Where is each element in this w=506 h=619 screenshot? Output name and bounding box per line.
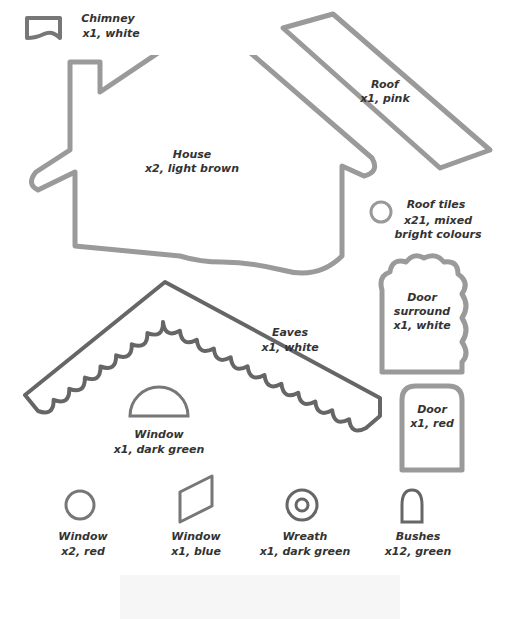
label-group: Door surroundx1, white bbox=[387, 291, 457, 333]
part-name: Bushes bbox=[396, 530, 441, 544]
wreath-outer bbox=[287, 490, 317, 520]
door-surround-piece: Door surroundx1, white bbox=[374, 250, 474, 380]
bush-shape bbox=[402, 490, 422, 522]
window-circle bbox=[66, 491, 94, 519]
roof-piece: Roofx1, pink bbox=[278, 8, 496, 174]
eaves-shape bbox=[25, 282, 380, 431]
roof-tile-shape bbox=[371, 202, 391, 222]
house-piece: Housex2, light brown bbox=[22, 55, 384, 290]
part-name: Wreath bbox=[283, 530, 328, 544]
door-surround-shape-outline bbox=[381, 256, 466, 372]
piece-name: Door surround bbox=[387, 291, 457, 319]
label-group: Doorx1, red bbox=[410, 403, 454, 431]
part-name: Window bbox=[134, 428, 183, 442]
part-count: x1, white bbox=[261, 341, 318, 355]
chimney-shape bbox=[27, 18, 60, 38]
piece-count: x1, red bbox=[410, 417, 454, 431]
part-name: Eaves bbox=[272, 326, 308, 340]
part-name: Roof tiles bbox=[407, 198, 465, 212]
piece-count: x1, white bbox=[387, 319, 457, 333]
part-count: x12, green bbox=[385, 545, 451, 559]
part-name: Window bbox=[171, 530, 220, 544]
part-name: Chimney bbox=[81, 12, 135, 26]
part-count: x21, mixed bright colours bbox=[390, 214, 486, 242]
faint-band bbox=[120, 575, 400, 619]
piece-name: Roof bbox=[360, 78, 410, 92]
part-count: x1, white bbox=[82, 27, 139, 41]
part-count: x1, blue bbox=[171, 545, 221, 559]
part-count: x2, red bbox=[61, 545, 105, 559]
door-piece: Doorx1, red bbox=[396, 380, 468, 476]
piece-count: x1, pink bbox=[360, 92, 410, 106]
roof-shape-outline bbox=[283, 14, 490, 168]
wreath-inner bbox=[296, 499, 308, 511]
part-count: x1, dark green bbox=[114, 443, 205, 457]
piece-name: Door bbox=[410, 403, 454, 417]
part-count: x1, dark green bbox=[260, 545, 351, 559]
house-shape-outline bbox=[31, 55, 374, 273]
piece-count: x2, light brown bbox=[145, 162, 239, 176]
window-diamond bbox=[180, 476, 212, 522]
part-name: Window bbox=[58, 530, 107, 544]
piece-name: House bbox=[145, 148, 239, 162]
label-group: Roofx1, pink bbox=[360, 78, 410, 106]
label-group: Housex2, light brown bbox=[145, 148, 239, 176]
door-shape-outline bbox=[402, 386, 462, 470]
window-semicircle bbox=[130, 387, 188, 416]
